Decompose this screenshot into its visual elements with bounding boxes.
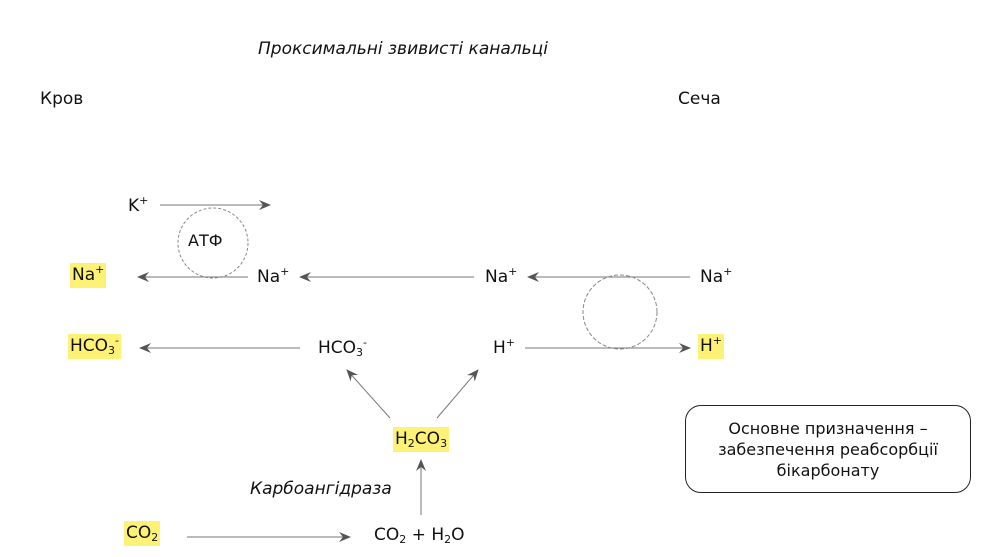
- note-line-3: бікарбонату: [776, 460, 880, 480]
- h-urine-label: H+: [698, 334, 725, 359]
- k-base: K: [128, 196, 140, 216]
- hco3-blood-base: HCO: [70, 336, 109, 356]
- h-cell-label: H+: [493, 337, 515, 358]
- purpose-note-box: Основне призначення – забезпечення реабс…: [685, 405, 971, 493]
- co2-sub: 2: [399, 533, 407, 546]
- urine-compartment-label: Сеча: [678, 89, 721, 109]
- na-cell-right-label: Na+: [485, 266, 517, 287]
- h-urine-base: H: [700, 336, 713, 356]
- h2co3-sub1: 2: [407, 437, 415, 450]
- antiporter-circle: [582, 274, 658, 350]
- k-ion-label: K+: [128, 195, 148, 216]
- enzyme-label: Карбоангідраза: [250, 479, 392, 499]
- h2co3-h: H: [395, 429, 408, 449]
- hco3-cell-sub: 3: [356, 346, 364, 359]
- atp-label: АТФ: [188, 231, 223, 250]
- hco3-cell-base: HCO: [318, 338, 357, 358]
- na-cell-left-base: Na: [257, 267, 281, 287]
- hco3-cell-label: HCO3-: [318, 337, 367, 359]
- na-cell-left-label: Na+: [257, 266, 289, 287]
- h2o-sub: 2: [444, 533, 452, 546]
- na-urine-label: Na+: [700, 266, 732, 287]
- arrow-h2co3-to-hco3: [346, 369, 391, 419]
- plus-h-part: + H: [406, 525, 445, 545]
- na-cell-left-charge: +: [280, 265, 290, 278]
- na-blood-label: Na+: [70, 263, 107, 288]
- co2-h2o-label: CO2 + H2O: [374, 525, 465, 546]
- hco3-blood-label: HCO3-: [68, 334, 122, 359]
- na-blood-base: Na: [72, 265, 96, 285]
- na-urine-base: Na: [700, 267, 724, 287]
- h2co3-co: CO: [414, 429, 441, 449]
- diagram-title: Проксимальні звивисті канальці: [258, 39, 548, 59]
- co2-blood-sub: 2: [151, 531, 159, 544]
- h-cell-charge: +: [505, 336, 516, 349]
- hco3-blood-sub: 3: [108, 344, 116, 357]
- note-line-1: Основне призначення –: [728, 418, 928, 438]
- hco3-blood-charge: -: [115, 334, 120, 347]
- hco3-cell-charge: -: [363, 336, 368, 349]
- co2-blood-base: CO: [126, 523, 152, 543]
- h2co3-label: H2CO3: [393, 427, 450, 452]
- na-cell-right-base: Na: [485, 267, 509, 287]
- co2-part: CO: [374, 525, 400, 545]
- k-charge: +: [139, 194, 149, 207]
- note-line-2: забезпечення реабсорбції: [718, 439, 938, 459]
- na-urine-charge: +: [723, 265, 733, 278]
- h-urine-charge: +: [712, 334, 723, 347]
- na-blood-charge: +: [95, 263, 105, 276]
- h2co3-sub2: 3: [440, 437, 448, 450]
- arrow-h2co3-to-h: [436, 369, 479, 419]
- co2-blood-label: CO2: [124, 521, 161, 546]
- blood-compartment-label: Кров: [40, 89, 84, 109]
- o-part: O: [451, 525, 465, 545]
- na-cell-right-charge: +: [508, 265, 518, 278]
- h-cell-base: H: [493, 338, 506, 358]
- atp-pump-circle: [177, 207, 249, 279]
